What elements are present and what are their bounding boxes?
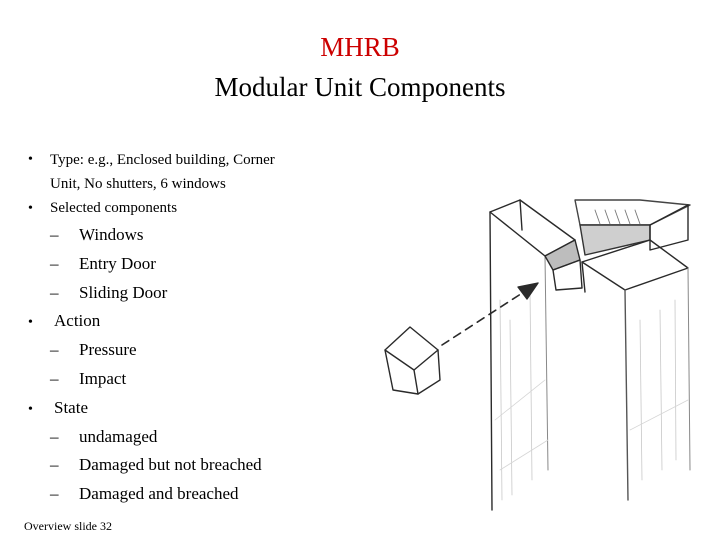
bullet-marker: • <box>28 402 33 417</box>
sub-item-undamaged: undamaged <box>79 427 158 446</box>
sub-bullet-dash: – <box>50 225 59 244</box>
sub-item-pressure: Pressure <box>79 340 137 359</box>
sub-item-windows: Windows <box>79 225 144 244</box>
bullet-marker: • <box>28 201 33 216</box>
sub-bullet-dash: – <box>50 455 59 474</box>
sub-bullet-dash: – <box>50 254 59 273</box>
slide-title-acronym: MHRB <box>320 32 400 62</box>
sub-item-entry-door: Entry Door <box>79 254 156 273</box>
sub-bullet-dash: – <box>50 340 59 359</box>
bullet-state: State <box>54 398 88 417</box>
sub-item-damaged-and-breached: Damaged and breached <box>79 484 239 503</box>
slide-footer: Overview slide 32 <box>24 519 112 533</box>
slide-title: Modular Unit Components <box>214 72 506 102</box>
sub-bullet-dash: – <box>50 427 59 446</box>
building-debris-impact-sketch-icon <box>384 199 691 511</box>
bullet-type-line2: Unit, No shutters, 6 windows <box>50 176 226 192</box>
sub-bullet-dash: – <box>50 369 59 388</box>
bullet-action: Action <box>54 311 101 330</box>
sub-bullet-dash: – <box>50 283 59 302</box>
bullet-type-line1: Type: e.g., Enclosed building, Corner <box>50 152 275 168</box>
sub-item-impact: Impact <box>79 369 127 388</box>
sub-item-sliding-door: Sliding Door <box>79 283 168 302</box>
sub-item-damaged-not-breached: Damaged but not breached <box>79 455 262 474</box>
bullet-marker: • <box>28 152 33 167</box>
sub-bullet-dash: – <box>50 484 59 503</box>
bullet-selected-components: Selected components <box>50 200 178 216</box>
bullet-marker: • <box>28 315 33 330</box>
